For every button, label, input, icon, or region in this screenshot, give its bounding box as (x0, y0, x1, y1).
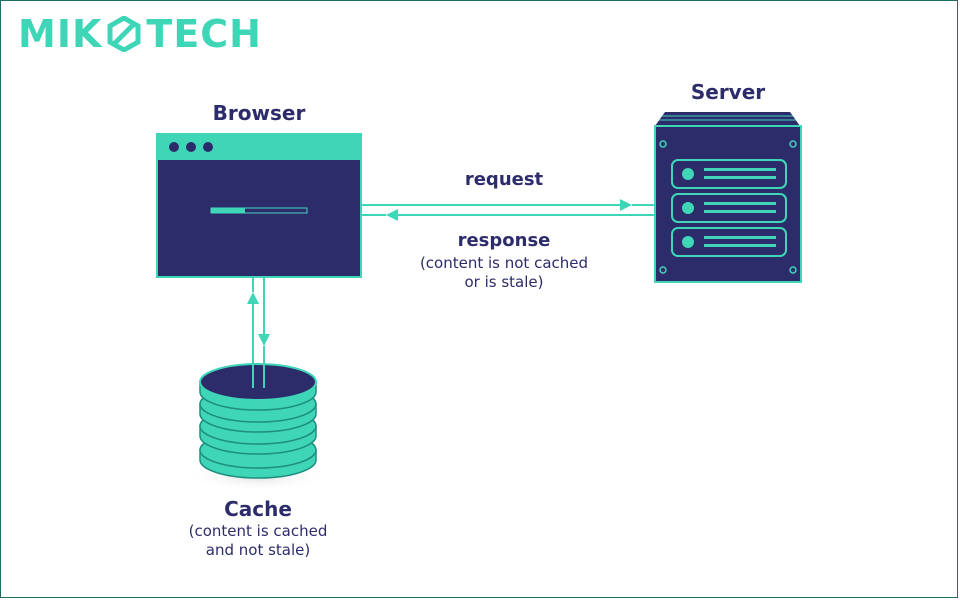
response-note: (content is not cached or is stale) (384, 254, 624, 292)
request-label: request (464, 169, 544, 190)
response-label: response (457, 230, 551, 251)
server-label: Server (690, 80, 766, 104)
cache-note: (content is cached and not stale) (148, 522, 368, 560)
response-note-line: or is stale) (464, 273, 544, 291)
request-arrow (361, 199, 655, 211)
logo-text-left: MIK (18, 12, 103, 56)
cache-note-line: and not stale) (205, 541, 311, 559)
browser-window-icon (156, 133, 362, 278)
cache-note-line: (content is cached (188, 522, 328, 540)
cache-label: Cache (224, 497, 292, 521)
response-note-line: (content is not cached (419, 254, 589, 272)
logo-gear-icon (107, 16, 141, 52)
logo-text-right: TECH (146, 12, 262, 56)
response-arrow (361, 209, 655, 221)
server-slot (671, 227, 787, 257)
server-rack-icon (654, 112, 802, 283)
server-slot (671, 193, 787, 223)
company-logo: MIK TECH (18, 12, 262, 56)
server-slot (671, 159, 787, 189)
browser-to-cache-arrow (258, 277, 270, 388)
cache-database-icon (186, 363, 330, 492)
cache-to-browser-arrow (247, 277, 259, 388)
browser-label: Browser (212, 101, 306, 125)
